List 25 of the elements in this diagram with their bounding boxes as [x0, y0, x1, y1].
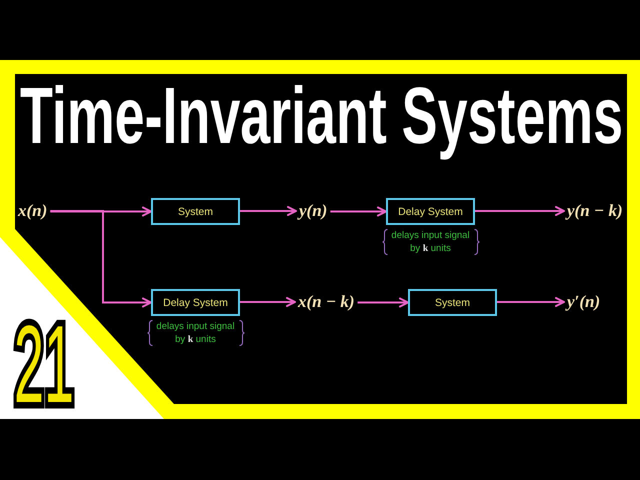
system-name: System — [434, 296, 470, 308]
signal-label: y(n − k) — [564, 202, 626, 220]
process-box — [386, 198, 475, 225]
process-box — [151, 198, 240, 225]
arrow — [358, 298, 409, 308]
title: Time-Invariant Systems — [20, 70, 623, 162]
process-box — [151, 289, 240, 316]
signal-label: y(n) — [296, 202, 330, 220]
annotation-text: delays input signal by k units — [155, 320, 236, 347]
system-name: System — [178, 206, 213, 218]
system-name: Delay System — [163, 296, 228, 308]
arrow — [50, 210, 152, 308]
annotation-text: delays input signal by k units — [390, 229, 471, 256]
signal-label: x(n) — [15, 202, 50, 220]
arrow — [50, 206, 152, 216]
signal-label: y′(n) — [564, 293, 604, 311]
arrow — [240, 297, 296, 307]
process-box — [408, 289, 497, 316]
arrow — [497, 297, 565, 307]
arrow — [475, 206, 565, 216]
arrow — [240, 206, 297, 216]
arrow — [330, 206, 387, 216]
signal-label: x(n − k) — [295, 293, 358, 311]
episode-number: 21 — [14, 315, 74, 414]
system-name: Delay System — [398, 206, 463, 218]
